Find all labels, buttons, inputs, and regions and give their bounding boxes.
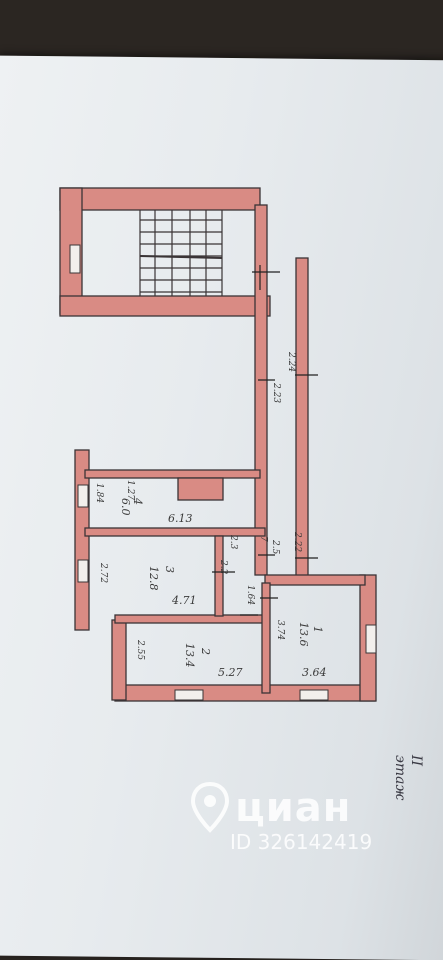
room1-width: 3.74 <box>275 620 285 641</box>
floor-label: II этаж <box>392 755 424 801</box>
cian-watermark: циан ID 326142419 <box>190 782 372 854</box>
bath-box <box>177 477 224 501</box>
room4-area: 6.0 <box>119 498 132 516</box>
dim-hall-b: 2.5 <box>270 540 280 555</box>
stair-treads <box>139 210 223 296</box>
cian-pin-icon <box>190 782 230 833</box>
partition-2 <box>114 614 266 624</box>
dim-corridor-outer: 2.24 <box>286 352 296 373</box>
apt-wall-bottom <box>114 684 376 702</box>
corridor-wall-left <box>254 204 268 576</box>
stair-wall-top <box>59 187 261 211</box>
listing-id: ID 326142419 <box>230 830 373 854</box>
apt-wall-top-right <box>264 574 366 586</box>
room1-number: 1 <box>311 626 324 633</box>
dim-hall-c: 1.64 <box>245 585 255 606</box>
dimension-ticks <box>212 265 318 616</box>
dim-small-c: 2.2 <box>218 560 228 575</box>
partition-1 <box>84 527 266 537</box>
apt-wall-left-lower <box>111 619 127 701</box>
partition-3 <box>214 535 224 617</box>
room4-length: 6.13 <box>168 512 193 525</box>
room3-width: 2.72 <box>98 563 108 584</box>
room4-top <box>84 469 261 479</box>
room2-area: 13.4 <box>183 643 196 668</box>
dim-small-d: 7 <box>258 536 268 542</box>
dim-small-b: 2.3 <box>228 535 238 550</box>
dim-hall-a: 2.22 <box>292 532 302 553</box>
cian-brand: циан <box>235 785 352 831</box>
stair-wall-bottom <box>59 295 271 317</box>
windows <box>69 244 377 701</box>
room4-width: 1.84 <box>94 483 104 504</box>
room1-length: 3.64 <box>302 666 327 679</box>
room2-width: 2.55 <box>135 640 145 661</box>
room3-length: 4.71 <box>172 594 197 607</box>
partition-4 <box>261 582 271 694</box>
room2-length: 5.27 <box>218 666 243 679</box>
room2-number: 2 <box>199 648 212 655</box>
room4-number: 4 <box>131 498 144 505</box>
room1-area: 13.6 <box>297 622 310 647</box>
corridor-wall-right <box>295 257 309 579</box>
dim-corridor-inner: 2.23 <box>271 383 281 404</box>
room3-number: 3 <box>163 566 176 573</box>
room3-area: 12.8 <box>147 566 160 591</box>
